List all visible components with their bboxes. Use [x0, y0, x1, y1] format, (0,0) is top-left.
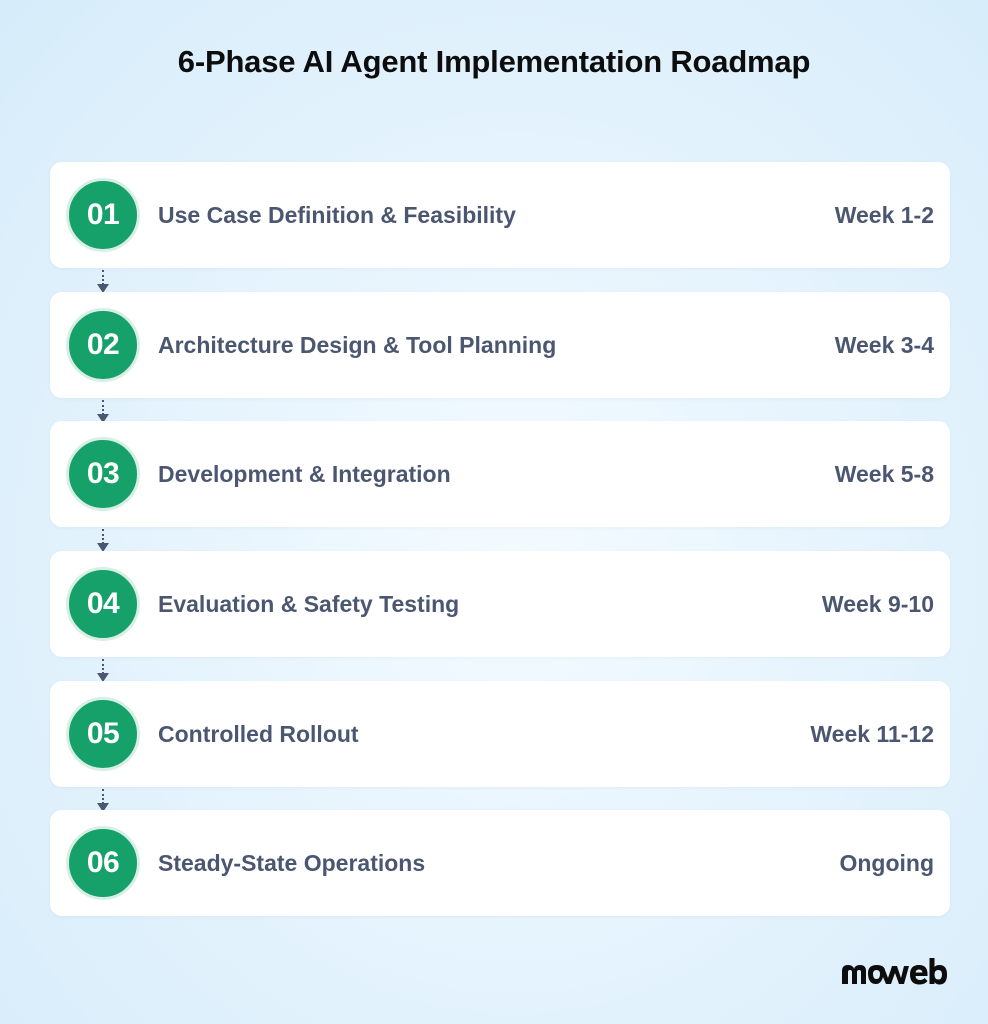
dotted-arrow-down-icon	[96, 400, 110, 424]
phase-title: Development & Integration	[158, 461, 451, 487]
phase-timing: Week 9-10	[821, 591, 934, 617]
phase-title: Controlled Rollout	[158, 721, 359, 747]
dotted-arrow-down-icon	[96, 270, 110, 294]
phase-row-2: 02 Architecture Design & Tool Planning W…	[50, 292, 950, 398]
phase-timing: Week 11-12	[810, 721, 934, 747]
phase-row-6: 06 Steady-State Operations Ongoing	[50, 810, 950, 916]
phase-number-badge: 01	[66, 178, 140, 252]
phase-number-badge: 03	[66, 437, 140, 511]
phase-row-5: 05 Controlled Rollout Week 11-12	[50, 681, 950, 787]
phase-row-4: 04 Evaluation & Safety Testing Week 9-10	[50, 551, 950, 657]
phase-timing: Week 3-4	[834, 332, 934, 358]
page-title: 6-Phase AI Agent Implementation Roadmap	[177, 44, 811, 79]
phase-title: Architecture Design & Tool Planning	[158, 332, 557, 358]
dotted-arrow-down-icon	[96, 529, 110, 553]
phase-row-3: 03 Development & Integration Week 5-8	[50, 421, 950, 527]
phase-number-badge: 05	[66, 697, 140, 771]
phase-number-badge: 06	[66, 826, 140, 900]
phase-title: Steady-State Operations	[158, 850, 426, 876]
phase-timing: Week 1-2	[834, 202, 934, 228]
phase-title: Evaluation & Safety Testing	[158, 591, 460, 617]
moweb-logo	[842, 958, 947, 985]
phase-row-1: 01 Use Case Definition & Feasibility Wee…	[50, 162, 950, 268]
phase-timing: Week 5-8	[834, 461, 934, 487]
dotted-arrow-down-icon	[96, 789, 110, 813]
phase-number-badge: 04	[66, 567, 140, 641]
phase-title: Use Case Definition & Feasibility	[158, 202, 516, 228]
phase-timing: Ongoing	[839, 850, 934, 876]
phase-number-badge: 02	[66, 308, 140, 382]
dotted-arrow-down-icon	[96, 659, 110, 683]
